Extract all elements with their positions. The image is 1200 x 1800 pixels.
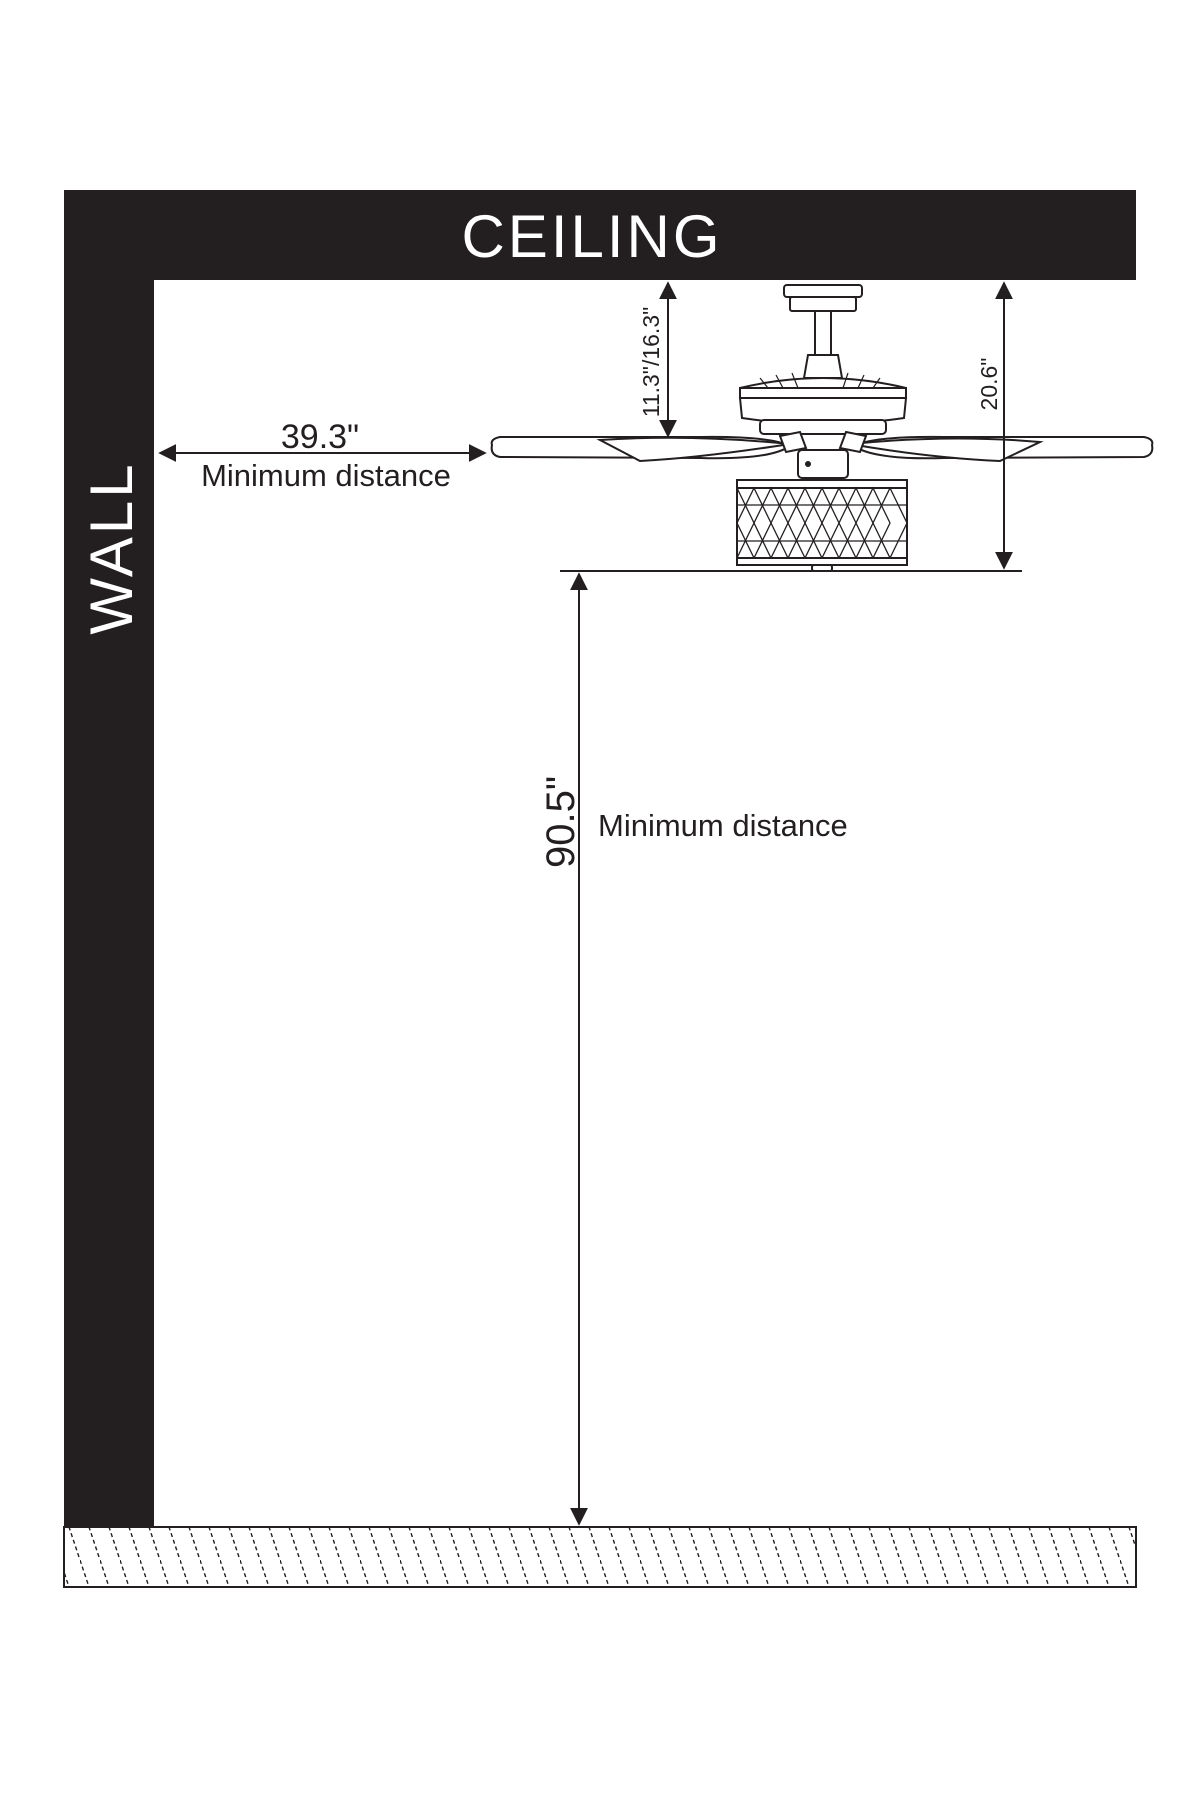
wall-distance-value: 39.3" bbox=[281, 418, 359, 456]
downrod-length-value: 11.3"/16.3" bbox=[638, 307, 664, 418]
wall-label: WALL bbox=[78, 461, 145, 634]
ceiling-label: CEILING bbox=[461, 203, 722, 270]
fan-height-value: 20.6" bbox=[976, 358, 1002, 411]
floor-clearance-note: Minimum distance bbox=[598, 808, 848, 843]
floor bbox=[63, 1526, 1137, 1588]
floor-clearance-value: 90.5" bbox=[539, 776, 583, 868]
ceiling-fan bbox=[490, 284, 1154, 572]
wall-distance-note: Minimum distance bbox=[201, 458, 451, 493]
ceiling-bar bbox=[64, 190, 1136, 280]
wall-bar bbox=[64, 190, 154, 1527]
